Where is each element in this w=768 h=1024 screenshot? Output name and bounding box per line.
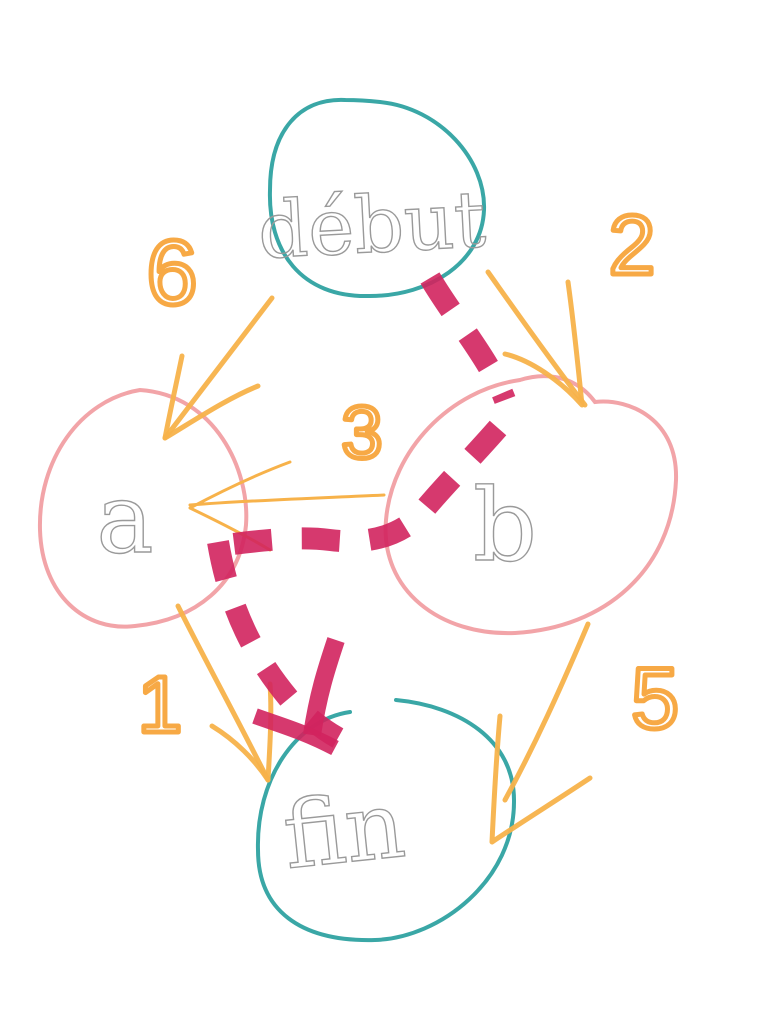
edge-a-fin (175, 603, 274, 783)
edge-b-a-weight: 3 (341, 391, 382, 474)
edge-debut-a-line (162, 295, 275, 441)
edge-b-fin-weight: 5 (631, 651, 679, 747)
node-b: b (383, 374, 679, 636)
path-fin-arrowhead (303, 637, 345, 737)
node-fin: fin (255, 698, 517, 943)
edge-b-fin-arrowhead (489, 713, 593, 845)
edge-a-fin-arrowhead (209, 681, 274, 783)
edge-b-fin (489, 621, 593, 845)
highlighted-path (207, 272, 516, 756)
node-debut-label: début (256, 175, 488, 277)
edge-debut-a-arrowhead (162, 353, 261, 441)
node-a-label: a (96, 463, 153, 575)
edge-a-fin-line (175, 603, 271, 783)
path-fin-arrowhead-tail (252, 708, 339, 756)
node-debut: début (255, 97, 488, 299)
edge-debut-b (485, 269, 588, 408)
node-a: a (37, 388, 249, 629)
path-debut-b (420, 272, 516, 405)
edge-b-a-line (188, 493, 386, 507)
path-b-a (223, 420, 507, 556)
edge-debut-b-arrowhead (502, 279, 585, 408)
node-a-outline (37, 388, 249, 629)
edge-debut-b-line (485, 269, 588, 408)
edge-debut-a (162, 295, 275, 441)
edge-debut-b-weight: 2 (609, 198, 656, 292)
node-b-outline (383, 374, 679, 636)
edge-a-fin-weight: 1 (138, 660, 183, 749)
edge-b-a (188, 460, 386, 552)
edge-debut-a-weight: 6 (146, 222, 197, 324)
node-b-label: b (473, 467, 537, 584)
edge-b-fin-line (502, 621, 591, 803)
node-fin-label: fin (278, 771, 409, 890)
node-fin-outline (255, 698, 517, 943)
